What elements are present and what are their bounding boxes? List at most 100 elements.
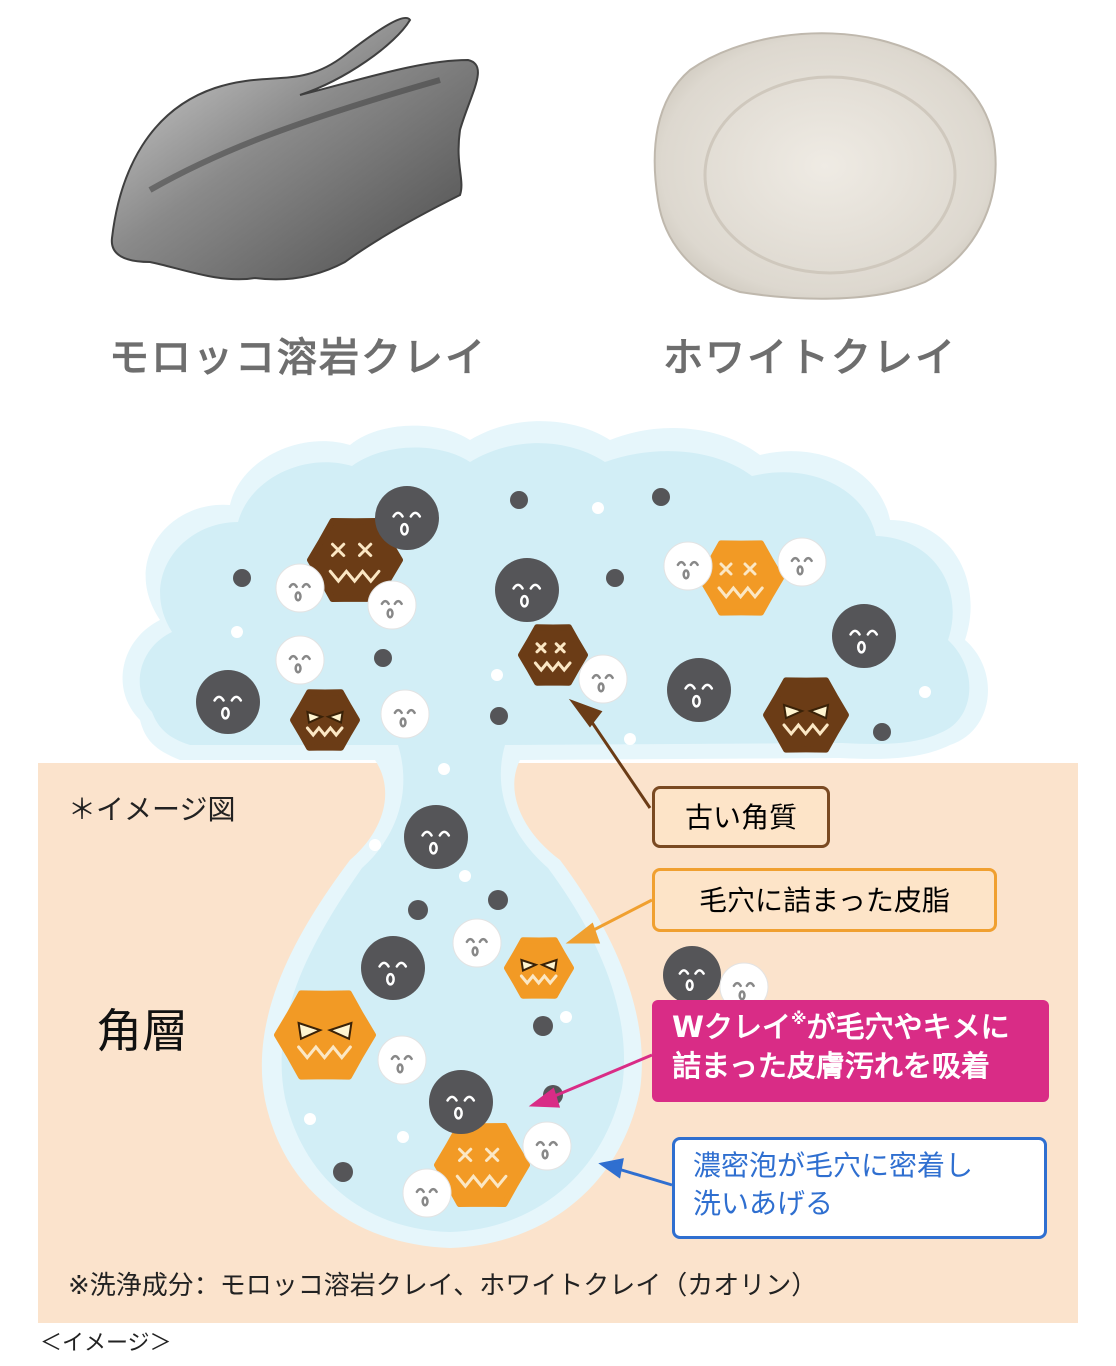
callout-arrows bbox=[528, 698, 673, 1187]
particle-body bbox=[522, 1121, 572, 1171]
dark-dot bbox=[873, 723, 891, 741]
face-eye bbox=[803, 556, 813, 563]
face-eye bbox=[790, 556, 800, 563]
white-clay-particle bbox=[380, 689, 430, 739]
arrow-wclay bbox=[544, 1053, 653, 1102]
face-mouth bbox=[386, 608, 394, 619]
face-eye bbox=[849, 629, 861, 636]
face-mouth bbox=[453, 1106, 463, 1120]
layer-label: 角層 bbox=[96, 1004, 188, 1058]
white-clay-particle bbox=[275, 563, 325, 613]
dark-dot bbox=[408, 900, 428, 920]
white-clay-particle bbox=[452, 918, 502, 968]
face-eye bbox=[301, 582, 311, 589]
arrow-foam-head bbox=[598, 1158, 624, 1179]
face-mouth bbox=[541, 1149, 549, 1160]
face-eye bbox=[463, 1095, 476, 1102]
dark-clay-particle bbox=[667, 658, 731, 722]
dark-clay-particle bbox=[832, 604, 896, 668]
face-eye bbox=[465, 937, 475, 944]
arrow-old-keratin-head bbox=[568, 698, 603, 728]
face-eye bbox=[732, 981, 742, 988]
w-clay-pre: Wクレイ bbox=[672, 1010, 791, 1044]
face-eye bbox=[438, 830, 451, 837]
dirt-eye bbox=[719, 562, 757, 576]
sebum-dirt-particle bbox=[504, 937, 574, 999]
dark-clay-particle bbox=[429, 1070, 493, 1134]
callout-foam-line1: 濃密泡が毛穴に密着し bbox=[693, 1149, 974, 1182]
dirt-mouth bbox=[717, 585, 764, 600]
white-clay-particle bbox=[663, 541, 713, 591]
face-mouth bbox=[471, 946, 479, 957]
dirt-body bbox=[274, 990, 376, 1080]
dirt-body bbox=[518, 624, 588, 686]
particle-body bbox=[367, 580, 417, 630]
dirt-eye bbox=[535, 642, 566, 654]
particle-body bbox=[275, 635, 325, 685]
particle-body bbox=[404, 805, 468, 869]
particle-body bbox=[663, 946, 721, 1004]
face-mouth bbox=[738, 990, 746, 1001]
callout-foam: 濃密泡が毛穴に密着し 洗いあげる bbox=[672, 1137, 1047, 1239]
callout-old-keratin-text: 古い角質 bbox=[684, 801, 797, 834]
face-eye bbox=[380, 599, 390, 606]
particle-body bbox=[375, 486, 439, 550]
particle-body bbox=[275, 563, 325, 613]
dirt-mouth bbox=[782, 722, 829, 737]
arrow-wclay-head bbox=[528, 1087, 561, 1108]
dark-dot bbox=[606, 569, 624, 587]
dirt-body bbox=[504, 937, 574, 999]
face-mouth bbox=[399, 522, 409, 536]
dirt-eye bbox=[331, 542, 373, 557]
face-eye bbox=[548, 1140, 558, 1147]
dirt-body bbox=[698, 540, 784, 616]
keratin-dirt-particle bbox=[698, 540, 784, 616]
face-mouth bbox=[220, 706, 230, 720]
particle-body bbox=[402, 1168, 452, 1218]
particle-body bbox=[495, 558, 559, 622]
w-clay-mark: ※ bbox=[791, 1009, 807, 1028]
face-eye bbox=[676, 560, 686, 567]
face-mouth bbox=[519, 594, 529, 608]
dirt-mouth bbox=[328, 568, 381, 584]
face-eye bbox=[409, 511, 422, 518]
face-eye bbox=[395, 961, 408, 968]
face-eye bbox=[403, 1054, 413, 1061]
lava-clay-streak bbox=[148, 77, 441, 193]
foam-bubble bbox=[438, 763, 450, 775]
dirt-eye bbox=[306, 710, 325, 725]
white-clay-particle bbox=[719, 962, 769, 1012]
dirt-mouth bbox=[297, 1044, 352, 1060]
particle-body bbox=[196, 670, 260, 734]
foam-bubble bbox=[369, 839, 381, 851]
face-eye bbox=[529, 583, 542, 590]
face-eye bbox=[406, 708, 416, 715]
face-mouth bbox=[428, 841, 438, 855]
keratin-dirt-particle bbox=[518, 624, 588, 686]
face-mouth bbox=[396, 1063, 404, 1074]
dark-clay-particle bbox=[404, 805, 468, 869]
white-clay-particle bbox=[367, 580, 417, 630]
footnote: ※洗浄成分：モロッコ溶岩クレイ、ホワイトクレイ（カオリン） bbox=[68, 1271, 818, 1301]
dirt-mouth bbox=[533, 660, 572, 673]
sebum-dirt-particle bbox=[274, 990, 376, 1080]
particle-body bbox=[429, 1070, 493, 1134]
white-clay-ring bbox=[703, 75, 957, 275]
dark-clay-particle bbox=[495, 558, 559, 622]
face-eye bbox=[421, 830, 433, 837]
callout-foam-line2: 洗いあげる bbox=[693, 1186, 834, 1220]
dark-dot bbox=[652, 488, 670, 506]
callout-w-clay: Wクレイ※が毛穴やキメに 詰まった皮膚汚れを吸着 bbox=[652, 1000, 1049, 1102]
dirt-mouth bbox=[519, 973, 558, 986]
dirt-eye bbox=[325, 710, 344, 725]
arrow-old-keratin bbox=[583, 711, 652, 809]
particle-body bbox=[663, 541, 713, 591]
dirt-eye bbox=[807, 703, 830, 720]
particle-body bbox=[667, 658, 731, 722]
face-mouth bbox=[796, 565, 804, 576]
face-eye bbox=[535, 1140, 545, 1147]
foam-bubble bbox=[491, 669, 503, 681]
face-mouth bbox=[682, 569, 690, 580]
dark-clay-particle bbox=[663, 946, 721, 1004]
